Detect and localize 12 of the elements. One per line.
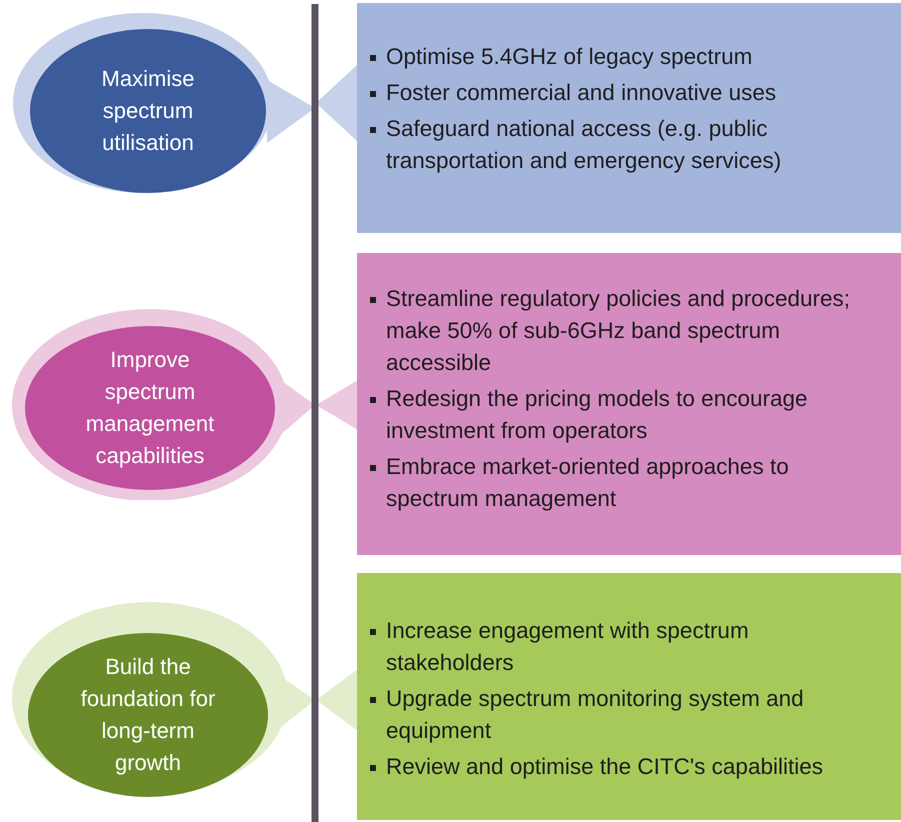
- bullet-text: Streamline regulatory policies and procedures; make 50% of sub-6GHz band spectrum accessible: [386, 286, 850, 375]
- goal-title: Improve spectrum management capabilities: [84, 346, 216, 470]
- bullet-text: Foster commercial and innovative uses: [386, 80, 776, 105]
- bullet-text: Redesign the pricing models to encourage investment from operators: [386, 386, 808, 443]
- goal-title: Build the foundation for long-term growth: [80, 653, 216, 777]
- bullet-text: Upgrade spectrum monitoring system and equipment: [386, 686, 804, 743]
- bullet-text: Increase engagement with spectrum stakeholders: [386, 618, 749, 675]
- bullet-text: Optimise 5.4GHz of legacy spectrum: [386, 44, 752, 69]
- goal-title: Maximise spectrum utilisation: [100, 65, 196, 157]
- bullet-text: Review and optimise the CITC's capabilities: [386, 754, 823, 779]
- bullet-text: Embrace market-oriented approaches to spectrum management: [386, 454, 789, 511]
- bullet-text: Safeguard national access (e.g. public transportation and emergency services): [386, 116, 782, 173]
